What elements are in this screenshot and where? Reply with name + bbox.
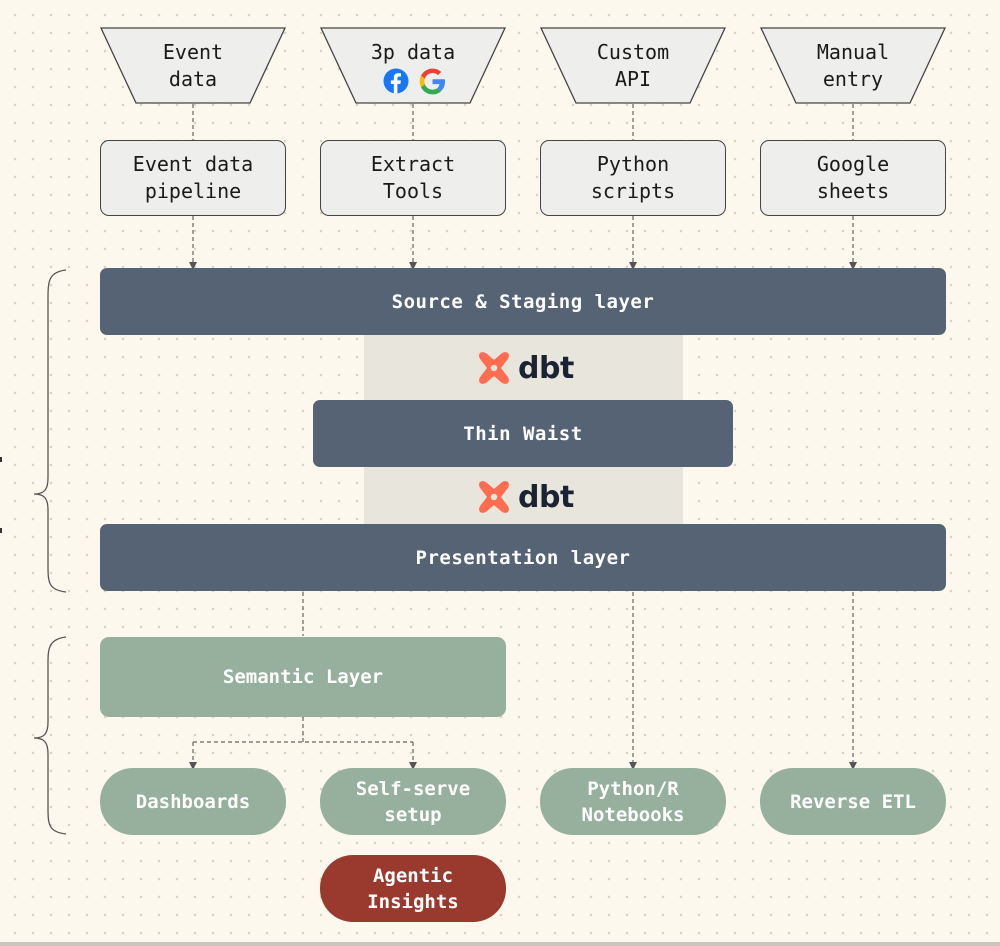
source-manual-entry: Manual entry: [816, 40, 890, 91]
source-trapezoid: [759, 27, 947, 104]
tool-python-scripts: Python scripts: [540, 140, 726, 216]
source-trapezoid: [319, 27, 507, 104]
output-reverse-etl: Reverse ETL: [760, 768, 946, 835]
source-event-data: Event data: [162, 40, 224, 91]
brace-transform: [33, 269, 67, 593]
tool-event-data-pipeline: Event data pipeline: [100, 140, 286, 216]
output-python-r-notebooks: Python/R Notebooks: [540, 768, 726, 835]
source-trapezoid: [99, 27, 287, 104]
brace-consume: [33, 636, 67, 835]
google-icon: [419, 68, 445, 95]
dbt-logo-text: dbt: [518, 479, 574, 515]
dbt-icon: [479, 481, 509, 513]
agentic-insights: Agentic Insights: [320, 855, 506, 922]
dbt-logo-text: dbt: [518, 350, 574, 386]
source-trapezoid: [539, 27, 727, 104]
presentation-layer: Presentation layer: [100, 524, 946, 591]
bottom-edge: [0, 942, 1000, 946]
dbt-icon: [479, 352, 509, 384]
semantic-layer: Semantic Layer: [100, 637, 506, 717]
source-3p-data: 3p data: [370, 40, 456, 64]
tool-google-sheets: Google sheets: [760, 140, 946, 216]
dbt-logo: dbt: [476, 479, 574, 515]
output-dashboards: Dashboards: [100, 768, 286, 835]
dbt-logo: dbt: [476, 350, 574, 386]
output-self-serve-setup: Self-serve setup: [320, 768, 506, 835]
facebook-icon: [383, 68, 409, 94]
thin-waist-layer: Thin Waist: [313, 400, 733, 467]
source-staging-layer: Source & Staging layer: [100, 268, 946, 335]
tool-extract-tools: Extract Tools: [320, 140, 506, 216]
source-custom-api: Custom API: [596, 40, 670, 91]
